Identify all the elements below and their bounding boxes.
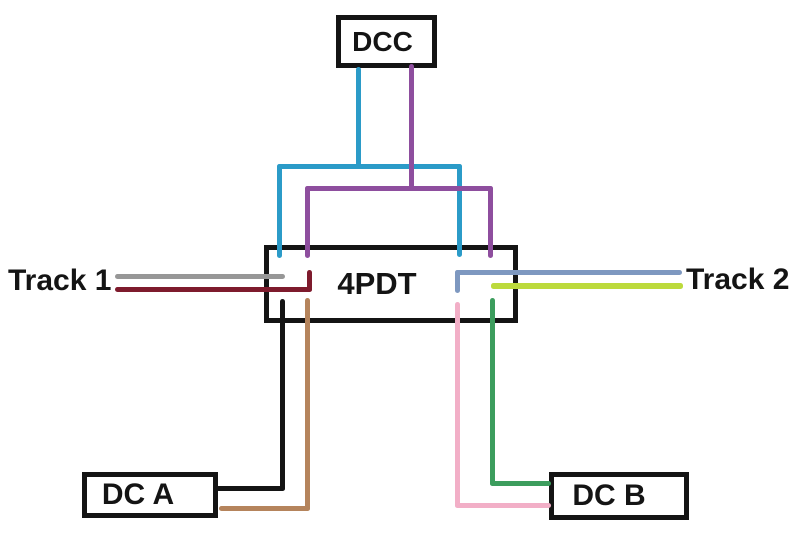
dc-a-label: DC A — [101, 478, 175, 511]
wire-green-vertical — [490, 298, 495, 486]
wire-green-horizontal — [490, 481, 551, 486]
wire-brown-vertical — [305, 298, 310, 511]
dc-b-box: DC B — [549, 472, 689, 520]
4pdt-label: 4PDT — [337, 266, 417, 301]
track1-label: Track 1 — [8, 264, 112, 297]
dcc-box: DCC — [336, 15, 437, 68]
wire-black-horizontal — [216, 486, 285, 491]
wire-brown-horizontal — [219, 506, 310, 511]
wire-pink-vertical — [455, 302, 460, 508]
wire-gray-track1 — [115, 274, 285, 279]
wire-darkred-track1 — [115, 287, 312, 292]
wire-yellowgreen-track2 — [491, 283, 683, 289]
wire-blue-drop-from-dcc — [356, 67, 361, 166]
wire-darkred-stub — [307, 270, 312, 292]
wire-black-vertical — [280, 299, 285, 491]
wire-purple-right-drop — [488, 186, 493, 258]
dcc-label: DCC — [352, 25, 413, 57]
track2-label: Track 2 — [686, 263, 790, 296]
4pdt-switch-box: 4PDT — [264, 245, 518, 323]
dc-a-box: DC A — [82, 472, 218, 518]
wire-steelblue-stub — [455, 270, 460, 293]
dc-b-label: DC B — [572, 479, 646, 512]
wire-steelblue-track2 — [455, 270, 682, 275]
wire-purple-left-drop — [305, 186, 310, 258]
wire-blue-horizontal-bus — [277, 164, 462, 169]
wire-blue-left-drop — [277, 164, 282, 258]
wire-blue-right-drop — [457, 164, 462, 257]
wire-purple-drop-from-dcc — [409, 64, 414, 191]
wire-purple-horizontal-bus — [305, 186, 493, 191]
wire-pink-horizontal — [455, 503, 551, 508]
